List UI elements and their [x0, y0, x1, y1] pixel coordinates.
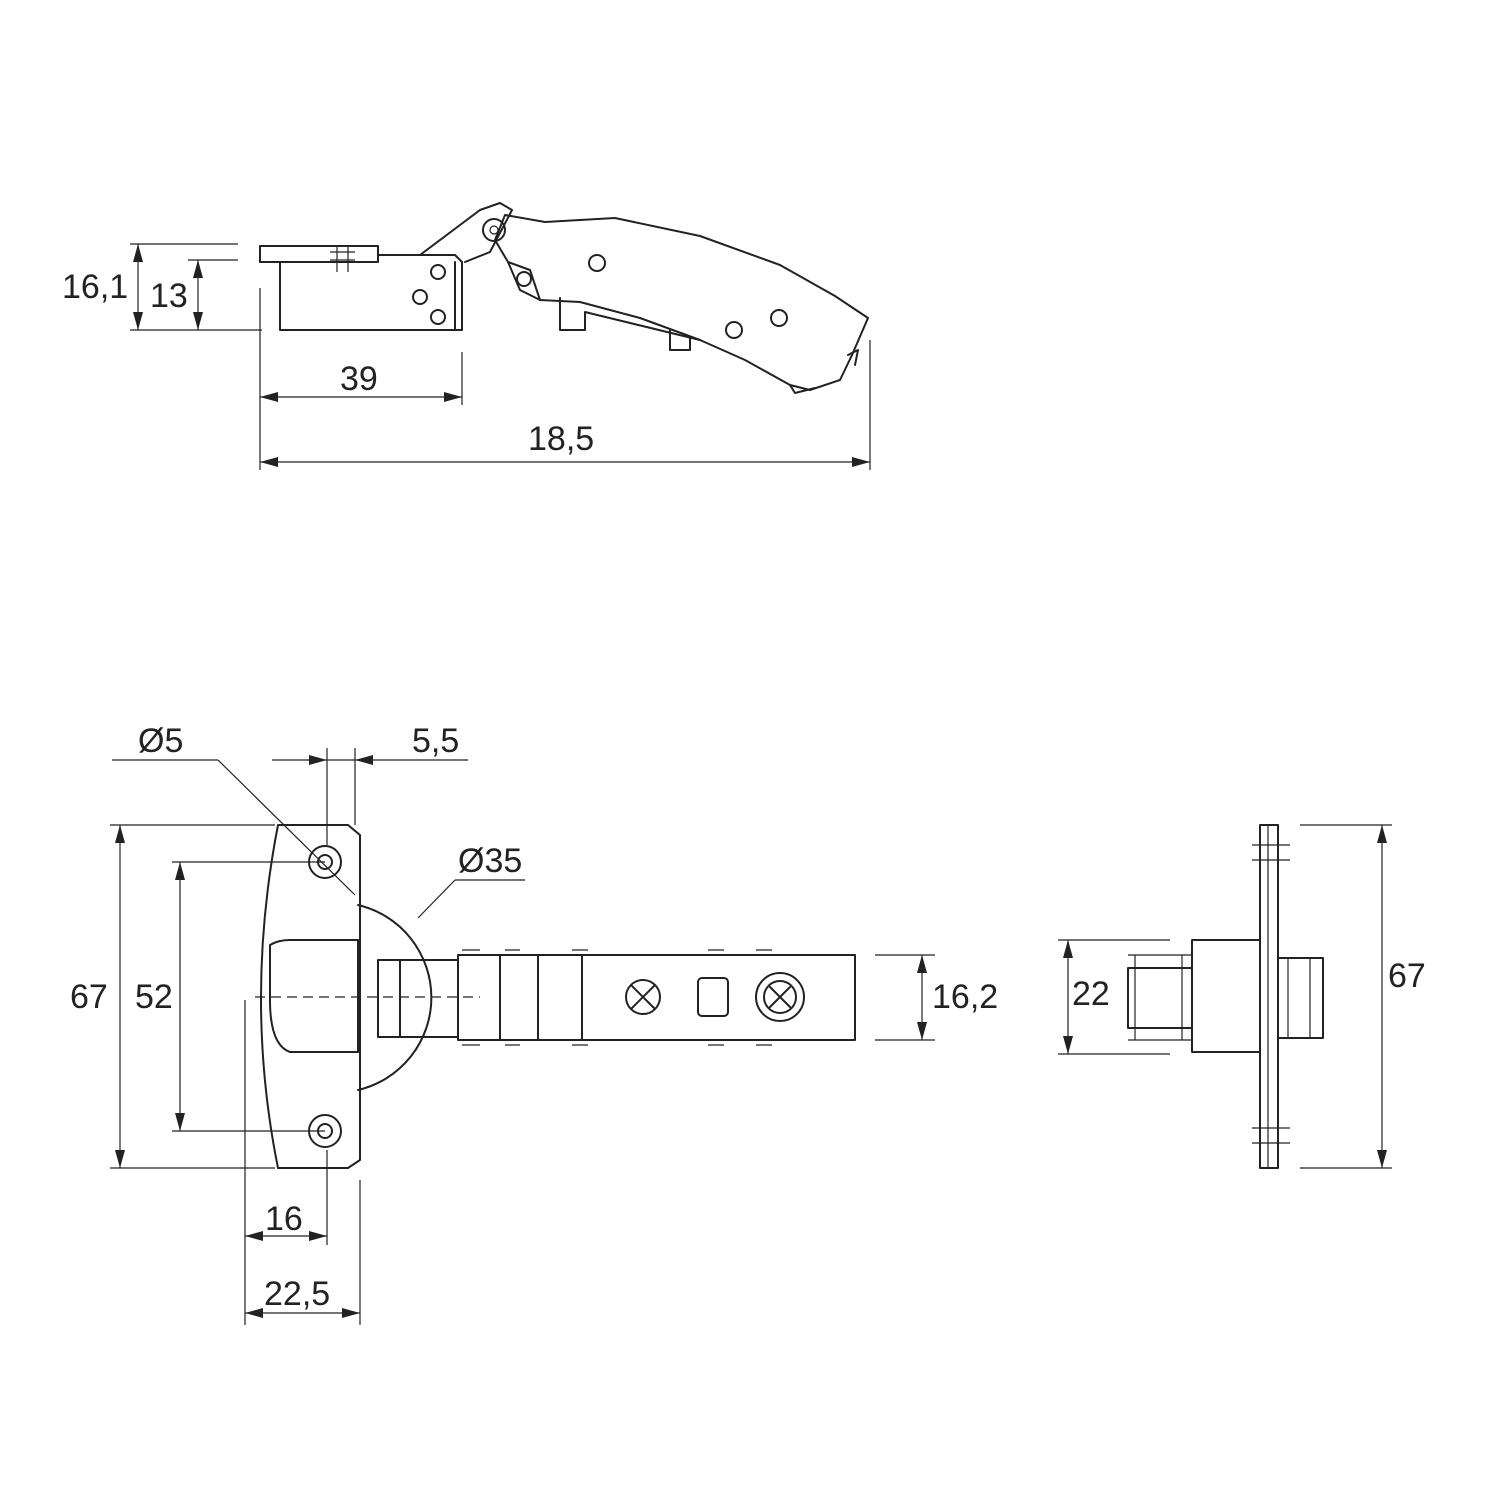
- arrow: [133, 244, 143, 330]
- dim-plate-height: 67: [70, 978, 108, 1016]
- dim-arm-width: 16,2: [932, 978, 998, 1016]
- end-arm-right: [1277, 957, 1324, 1039]
- cup-hole: [430, 309, 446, 325]
- arm-segment: [499, 954, 583, 1041]
- arm-teeth: [462, 949, 772, 1046]
- hinge-arm: [494, 214, 869, 391]
- end-arm-detail: [1287, 958, 1311, 1038]
- dim-plate-width: 22,5: [264, 1275, 330, 1313]
- dim-cup-diameter: Ø35: [458, 842, 522, 880]
- arrow: [245, 1231, 327, 1241]
- dim-end-plate-height: 67: [1388, 957, 1426, 995]
- arm-hole: [770, 309, 788, 327]
- dim-hole-spacing: 52: [135, 978, 173, 1016]
- hinge-pivot: [482, 218, 506, 242]
- arm-edge: [507, 261, 541, 301]
- end-arm-teeth: [1128, 954, 1192, 1041]
- dim-overall-length: 18,5: [528, 420, 594, 458]
- leader-line: [217, 759, 356, 896]
- cup-rim: [377, 254, 463, 263]
- arrow: [917, 955, 927, 1040]
- arm-hole: [588, 254, 606, 272]
- arm-hole: [516, 271, 532, 287]
- arm-neck: [377, 959, 459, 1038]
- end-view: 22 67: [1058, 824, 1426, 1169]
- arm-clip: [559, 297, 701, 341]
- end-plate-holes: [1252, 844, 1290, 1144]
- end-plate: [1259, 824, 1279, 1169]
- arm-tip: [789, 384, 816, 394]
- screw-cross: [631, 985, 655, 1009]
- cup-body: [279, 261, 463, 331]
- arm-tab: [669, 329, 691, 351]
- dim-height-total: 16,1: [62, 268, 128, 306]
- dim-arm-height: 22: [1072, 975, 1110, 1013]
- depth-screw-inner: [763, 980, 797, 1014]
- adjust-window: [697, 977, 729, 1017]
- side-view: 16,1 13 39 18,5: [62, 202, 871, 470]
- mounting-plate: [260, 824, 361, 1169]
- dim-height-cup: 13: [150, 277, 188, 315]
- depth-screw-icon: [755, 972, 805, 1022]
- dim-cup-depth: 39: [340, 360, 378, 398]
- dim-edge-offset: 5,5: [412, 722, 459, 760]
- arrow: [309, 755, 373, 765]
- cup-hole: [412, 289, 428, 305]
- arm-body: [457, 954, 856, 1041]
- screw-cross: [769, 986, 791, 1008]
- end-arm-left: [1127, 967, 1193, 1029]
- dim-hole-offset: 16: [265, 1200, 303, 1238]
- cup-hole: [430, 264, 446, 280]
- arm-hole: [725, 321, 743, 339]
- arm-end: [847, 349, 859, 366]
- hinge-pivot-pin: [489, 225, 499, 235]
- top-view: Ø5 5,5 Ø35 67 52 16,2 16: [70, 722, 998, 1325]
- plate-boss: [269, 939, 359, 1053]
- cup-screw: [330, 246, 355, 272]
- leader-line: [417, 879, 456, 919]
- end-cup: [1191, 939, 1261, 1053]
- dim-hole-diameter: Ø5: [138, 722, 183, 760]
- cup-flange: [259, 245, 379, 263]
- hinge-link: [419, 202, 513, 263]
- adjust-screw-icon: [625, 979, 661, 1015]
- arrow: [193, 260, 203, 330]
